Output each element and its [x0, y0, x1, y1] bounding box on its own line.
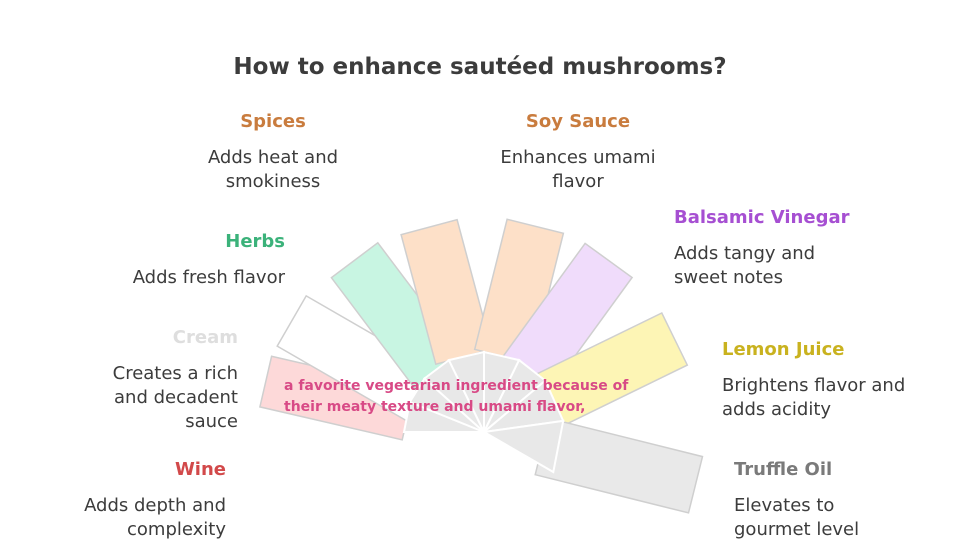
item-lemon-juice: Lemon Juice Brightens flavor and adds ac…	[722, 338, 922, 422]
item-label: Wine	[174, 459, 226, 480]
item-cream: Cream Creates a rich and decadent sauce	[78, 326, 238, 434]
item-description: Adds depth and complexity	[84, 495, 226, 540]
item-label: Truffle Oil	[734, 459, 833, 480]
item-soy-sauce: Soy Sauce Enhances umami flavor	[478, 110, 678, 194]
item-description: Adds heat and smokiness	[207, 147, 339, 192]
hub-segment	[480, 419, 565, 474]
item-label: Balsamic Vinegar	[674, 207, 850, 228]
item-wine: Wine Adds depth and complexity	[46, 458, 226, 542]
item-balsamic-vinegar: Balsamic Vinegar Adds tangy and sweet no…	[674, 206, 854, 290]
item-spices: Spices Adds heat and smokiness	[173, 110, 373, 194]
item-description: Creates a rich and decadent sauce	[112, 363, 238, 432]
item-label: Lemon Juice	[722, 339, 845, 360]
item-label: Spices	[240, 111, 306, 132]
item-description: Adds fresh flavor	[132, 267, 285, 288]
item-label: Soy Sauce	[525, 111, 631, 132]
item-description: Adds tangy and sweet notes	[674, 243, 816, 288]
item-truffle-oil: Truffle Oil Elevates to gourmet level	[734, 458, 914, 542]
item-label: Herbs	[225, 231, 285, 252]
item-description: Brightens flavor and adds acidity	[722, 375, 906, 420]
item-description: Elevates to gourmet level	[734, 495, 860, 540]
item-herbs: Herbs Adds fresh flavor	[25, 230, 285, 290]
item-label: Cream	[172, 327, 238, 348]
page-title: How to enhance sautéed mushrooms?	[233, 54, 727, 80]
item-description: Enhances umami flavor	[500, 147, 656, 192]
center-note: a favorite vegetarian ingredient because…	[284, 378, 629, 415]
